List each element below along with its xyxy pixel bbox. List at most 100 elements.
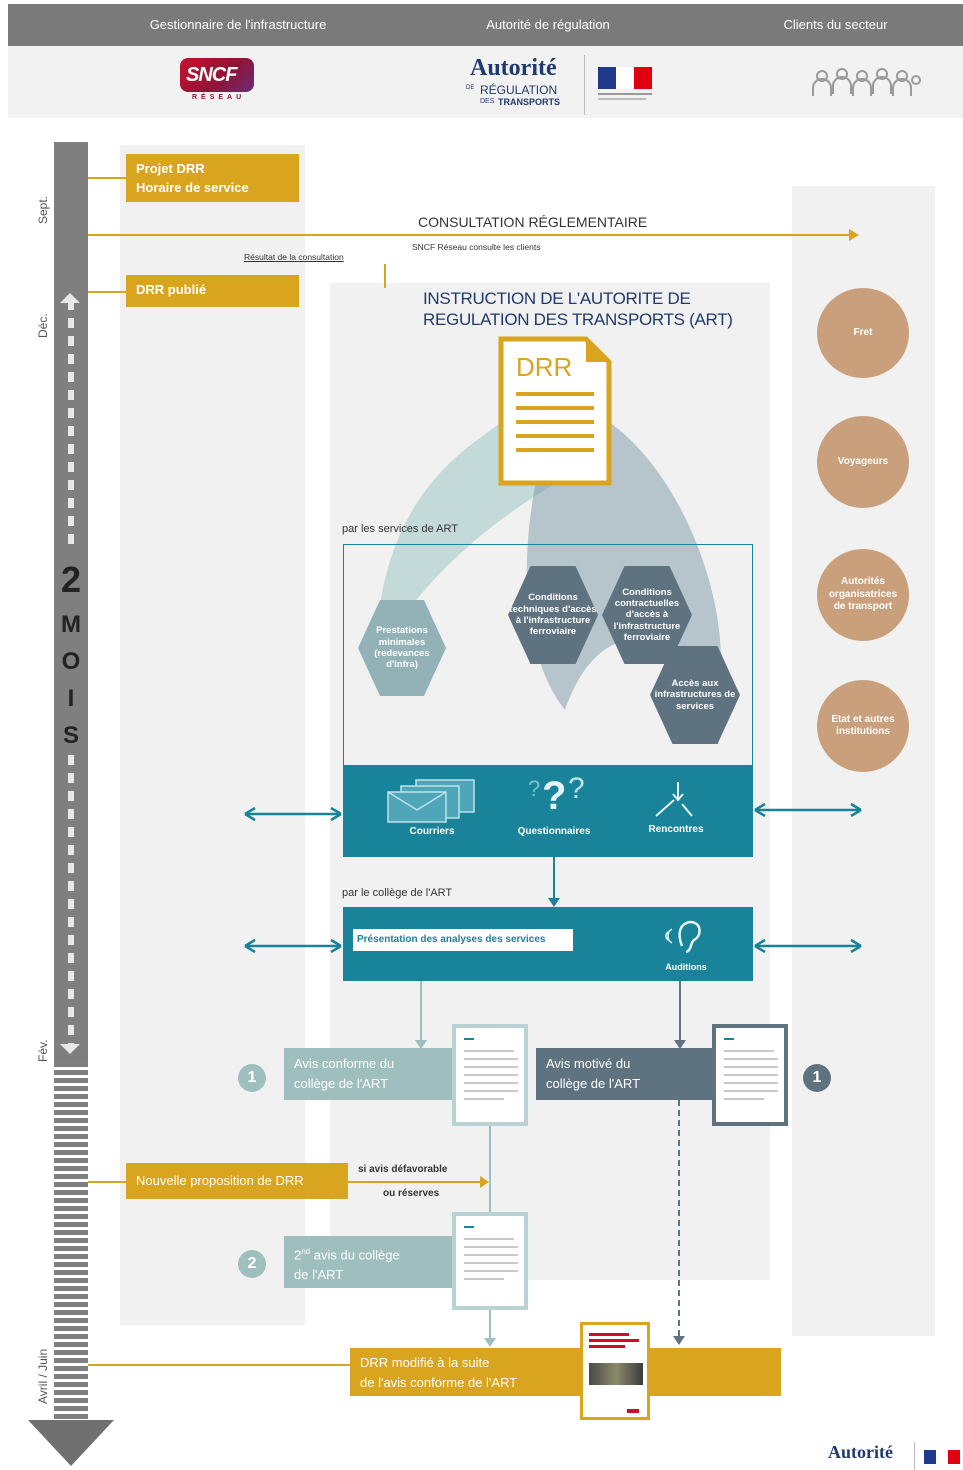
avis-motive-document	[712, 1024, 788, 1126]
drr-modifie-document-cover	[580, 1322, 650, 1420]
duration-letter-i: I	[67, 685, 75, 712]
duration-number: 2	[60, 559, 82, 600]
logos-row	[8, 46, 963, 118]
envelopes-icon	[386, 778, 478, 824]
client-autorites-organisatrices: Autorités organisatrices de transport	[817, 549, 909, 641]
defavorable-connector	[348, 1181, 482, 1183]
client-fret: Fret	[817, 288, 909, 378]
rencontres-label: Rencontres	[648, 824, 704, 835]
drr-modifie-line2: de l'avis conforme de l'ART	[360, 1375, 518, 1390]
drr-modifie-box: DRR modifié à la suite de l'avis conform…	[350, 1348, 781, 1396]
header-bar: Gestionnaire de l'infrastructure Autorit…	[8, 4, 963, 46]
art-logo-transports: TRANSPORTS	[498, 97, 561, 107]
timeline-dashes-bottom	[68, 755, 74, 1045]
connector-projet	[88, 177, 126, 179]
second-avis-line2: de l'ART	[294, 1267, 344, 1283]
step-1-motive-badge: 1	[803, 1064, 831, 1092]
avis-conforme-line2: collège de l'ART	[294, 1076, 389, 1091]
question-marks-icon: ? ? ?	[528, 772, 585, 818]
sncf-wordmark: SNCF	[186, 64, 237, 86]
rencontres-icon	[652, 780, 696, 820]
duration-letters: M O I S	[55, 606, 87, 754]
avis-motive-box: Avis motivé du collège de l'ART	[536, 1048, 726, 1100]
duration-letter-s: S	[62, 722, 79, 749]
client-etat-institutions: Etat et autres institutions	[817, 680, 909, 772]
double-arrow-right-1-icon	[754, 802, 862, 818]
double-arrow-right-2-icon	[754, 938, 862, 954]
presentation-analyses-box: Présentation des analyses des services	[353, 929, 573, 951]
avis-conforme-document	[452, 1024, 528, 1126]
art-logo: Autorité DE RÉGULATION DES TRANSPORTS	[466, 55, 666, 117]
ear-icon	[664, 916, 708, 958]
header-clients: Clients du secteur	[783, 17, 888, 32]
ou-reserves-label: ou réserves	[383, 1188, 440, 1199]
arrow-down-motive-icon	[674, 1040, 686, 1049]
month-avril-juin: Avril / Juin	[36, 1348, 50, 1404]
art-logo-regulation: RÉGULATION	[480, 83, 558, 97]
resultat-connector	[384, 264, 386, 288]
arrow-down-conforme-icon	[415, 1040, 427, 1049]
motive-dashed-arrow-icon	[673, 1336, 685, 1345]
header-gestionnaire: Gestionnaire de l'infrastructure	[149, 17, 327, 32]
chevron-down-icon	[58, 1043, 82, 1057]
nouvelle-proposition-box: Nouvelle proposition de DRR	[126, 1163, 348, 1199]
consultation-subtitle: SNCF Réseau consulte les clients	[412, 242, 541, 252]
timeline-arrow-head	[28, 1420, 114, 1466]
drr-document-icon: DRR	[498, 336, 612, 486]
sncf-subtitle: RÉSEAU	[192, 94, 246, 101]
second-avis-box: 2nd avis du collège de l'ART	[284, 1236, 464, 1288]
second-avis-document	[452, 1212, 528, 1310]
footer-art-logo: Autorité	[828, 1440, 963, 1470]
college-label: par le collège de l'ART	[342, 887, 453, 899]
people-group-icon	[810, 66, 925, 100]
consultation-arrow-icon	[849, 229, 859, 241]
art-logo-word: Autorité	[470, 55, 557, 81]
footer-art-word: Autorité	[828, 1442, 893, 1462]
drr-document-label: DRR	[516, 352, 573, 382]
avis-conforme-line1: Avis conforme du	[294, 1056, 395, 1071]
arrow-to-conforme	[420, 981, 422, 1043]
arrow-to-final-icon	[484, 1338, 496, 1347]
double-arrow-left-1-icon	[244, 806, 342, 822]
motive-dashed-connector	[678, 1100, 680, 1336]
art-logo-des: DES	[480, 98, 495, 105]
questionnaires-label: Questionnaires	[517, 826, 591, 837]
instruction-title: INSTRUCTION DE L'AUTORITE DE REGULATION …	[423, 288, 733, 330]
connector-final	[88, 1364, 350, 1366]
footer-flag-icon	[924, 1450, 960, 1464]
si-avis-defavorable-label: si avis défavorable	[358, 1164, 448, 1175]
arrow-down-icon	[548, 898, 560, 907]
projet-drr-box: Projet DRR Horaire de service	[126, 154, 299, 202]
second-avis-line1: 2nd avis du collège	[294, 1247, 400, 1263]
chevron-up-icon	[58, 290, 82, 304]
consultation-title: CONSULTATION RÉGLEMENTAIRE	[418, 214, 648, 230]
step-2-badge: 2	[238, 1250, 266, 1278]
courriers-label: Courriers	[409, 826, 455, 837]
double-arrow-left-2-icon	[244, 938, 342, 954]
duration-letter-m: M	[61, 611, 81, 638]
client-voyageurs: Voyageurs	[817, 416, 909, 508]
month-fev: Fév.	[36, 1039, 50, 1062]
french-flag-icon	[598, 67, 652, 89]
art-logo-de: DE	[466, 85, 475, 91]
avis-conforme-box: Avis conforme du collège de l'ART	[284, 1048, 464, 1100]
month-sept: Sept.	[36, 195, 50, 224]
sncf-reseau-logo: SNCF RÉSEAU	[180, 58, 258, 106]
projet-drr-line2: Horaire de service	[136, 180, 249, 195]
defavorable-arrow-icon	[480, 1176, 489, 1188]
consultation-line	[88, 234, 853, 236]
timeline-dashes-top	[68, 300, 74, 550]
gestionnaire-column	[120, 145, 305, 1325]
header-autorite: Autorité de régulation	[486, 17, 610, 32]
resultat-consultation-label: Résultat de la consultation	[244, 252, 344, 262]
avis-motive-line2: collège de l'ART	[546, 1076, 641, 1091]
services-label: par les services de ART	[342, 523, 458, 535]
arrow-to-college	[553, 857, 555, 901]
month-dec: Déc.	[36, 313, 50, 338]
timeline-striped-section	[54, 1062, 88, 1422]
second-to-final-connector	[489, 1310, 491, 1340]
connector-drr-publie	[88, 291, 126, 293]
connector-nouvelle	[88, 1181, 126, 1183]
conforme-to-second-connector	[489, 1126, 491, 1214]
arrow-to-motive	[679, 981, 681, 1043]
